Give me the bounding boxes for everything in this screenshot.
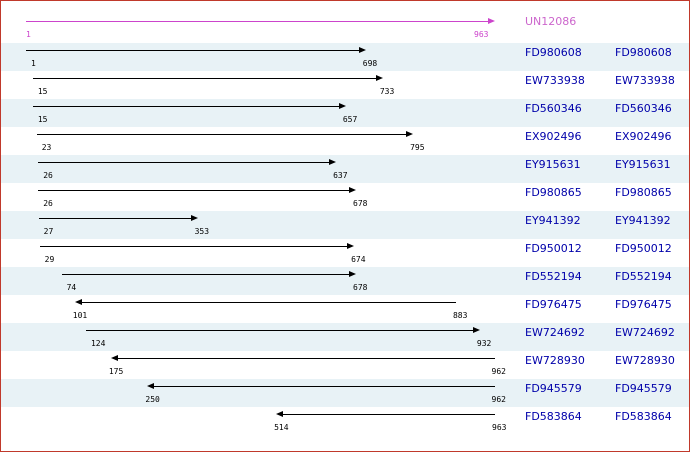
alignment-end: 795 bbox=[410, 143, 425, 152]
sequence-link-secondary[interactable]: FD980608 bbox=[615, 46, 672, 59]
sequence-link-secondary[interactable]: FD950012 bbox=[615, 242, 672, 255]
sequence-link-secondary[interactable]: FD976475 bbox=[615, 298, 672, 311]
arrow-left-icon bbox=[147, 383, 155, 389]
sequence-link[interactable]: EW733938 bbox=[525, 74, 585, 87]
arrow-right-icon bbox=[472, 327, 480, 333]
alignment-start: 15 bbox=[37, 115, 48, 124]
sequence-link[interactable]: EW724692 bbox=[525, 326, 585, 339]
alignment-line bbox=[38, 218, 192, 219]
alignment-end: 353 bbox=[194, 227, 210, 236]
alignment-end: 733 bbox=[379, 87, 395, 96]
alignment-line bbox=[116, 358, 495, 359]
alignment-start: 514 bbox=[274, 423, 289, 432]
sequence-link[interactable]: FD945579 bbox=[525, 382, 582, 395]
sequence-link[interactable]: FD560346 bbox=[525, 102, 582, 115]
alignment-end: 962 bbox=[491, 367, 506, 376]
alignment-end: 678 bbox=[353, 199, 368, 208]
row-band bbox=[1, 155, 689, 183]
alignment-end: 962 bbox=[491, 395, 506, 404]
arrow-right-icon bbox=[349, 187, 357, 193]
arrow-right-icon bbox=[406, 131, 414, 137]
arrow-right-icon bbox=[349, 271, 357, 277]
arrow-left-icon bbox=[110, 355, 118, 361]
sequence-link-secondary[interactable]: EX902496 bbox=[615, 130, 672, 143]
alignment-end: 674 bbox=[351, 255, 366, 264]
alignment-end: 698 bbox=[362, 59, 378, 68]
row-band bbox=[1, 211, 689, 239]
arrow-left-icon bbox=[74, 299, 82, 305]
reference-label: UN12086 bbox=[525, 15, 577, 28]
alignment-line bbox=[32, 106, 340, 107]
alignment-start: 101 bbox=[72, 311, 88, 320]
alignment-start: 23 bbox=[41, 143, 52, 152]
reference-start: 1 bbox=[26, 30, 31, 39]
reference-arrow-head bbox=[488, 18, 495, 24]
sequence-link-secondary[interactable]: EW724692 bbox=[615, 326, 675, 339]
arrow-right-icon bbox=[375, 75, 383, 81]
alignment-line bbox=[61, 274, 351, 275]
sequence-link-secondary[interactable]: EY941392 bbox=[615, 214, 671, 227]
sequence-link[interactable]: FD980865 bbox=[525, 186, 582, 199]
alignment-line bbox=[32, 78, 377, 79]
sequence-link[interactable]: FD980608 bbox=[525, 46, 582, 59]
alignment-start: 27 bbox=[43, 227, 54, 236]
alignment-end: 963 bbox=[492, 423, 507, 432]
sequence-link-secondary[interactable]: FD552194 bbox=[615, 270, 672, 283]
alignment-end: 637 bbox=[333, 171, 348, 180]
row-band bbox=[1, 43, 689, 71]
arrow-right-icon bbox=[329, 159, 337, 165]
alignment-line bbox=[38, 162, 331, 163]
alignment-end: 657 bbox=[342, 115, 358, 124]
alignment-start: 15 bbox=[37, 87, 48, 96]
alignment-start: 124 bbox=[90, 339, 106, 348]
sequence-link[interactable]: FD950012 bbox=[525, 242, 582, 255]
sequence-link-secondary[interactable]: EW728930 bbox=[615, 354, 675, 367]
alignment-end: 678 bbox=[353, 283, 368, 292]
reference-line bbox=[26, 21, 489, 22]
alignment-line bbox=[26, 50, 360, 51]
arrow-right-icon bbox=[358, 47, 366, 53]
alignment-line bbox=[85, 330, 474, 331]
sequence-link[interactable]: EY915631 bbox=[525, 158, 581, 171]
alignment-start: 250 bbox=[145, 395, 160, 404]
alignment-line bbox=[282, 414, 495, 415]
alignment-start: 74 bbox=[66, 283, 77, 292]
sequence-link[interactable]: EX902496 bbox=[525, 130, 582, 143]
alignment-line bbox=[80, 302, 456, 303]
sequence-link-secondary[interactable]: FD560346 bbox=[615, 102, 672, 115]
alignment-start: 1 bbox=[31, 59, 36, 68]
sequence-link-secondary[interactable]: EW733938 bbox=[615, 74, 675, 87]
alignment-line bbox=[39, 246, 349, 247]
alignment-line bbox=[36, 134, 408, 135]
sequence-link-secondary[interactable]: FD945579 bbox=[615, 382, 672, 395]
sequence-link[interactable]: EW728930 bbox=[525, 354, 585, 367]
sequence-link[interactable]: EY941392 bbox=[525, 214, 581, 227]
row-band bbox=[1, 323, 689, 351]
sequence-link[interactable]: FD552194 bbox=[525, 270, 582, 283]
reference-end: 963 bbox=[474, 30, 489, 39]
row-band bbox=[1, 267, 689, 295]
sequence-link[interactable]: FD583864 bbox=[525, 410, 582, 423]
arrow-right-icon bbox=[190, 215, 198, 221]
alignment-end: 932 bbox=[476, 339, 492, 348]
alignment-start: 29 bbox=[44, 255, 55, 264]
arrow-left-icon bbox=[276, 411, 284, 417]
arrow-right-icon bbox=[338, 103, 346, 109]
alignment-start: 26 bbox=[43, 199, 53, 208]
sequence-link-secondary[interactable]: EY915631 bbox=[615, 158, 671, 171]
alignment-end: 883 bbox=[452, 311, 468, 320]
sequence-link-secondary[interactable]: FD980865 bbox=[615, 186, 672, 199]
sequence-link[interactable]: FD976475 bbox=[525, 298, 582, 311]
sequence-link-secondary[interactable]: FD583864 bbox=[615, 410, 672, 423]
alignment-line bbox=[153, 386, 495, 387]
row-band bbox=[1, 379, 689, 407]
alignment-start: 175 bbox=[108, 367, 124, 376]
arrow-right-icon bbox=[347, 243, 355, 249]
alignment-line bbox=[38, 190, 351, 191]
alignment-start: 26 bbox=[43, 171, 53, 180]
